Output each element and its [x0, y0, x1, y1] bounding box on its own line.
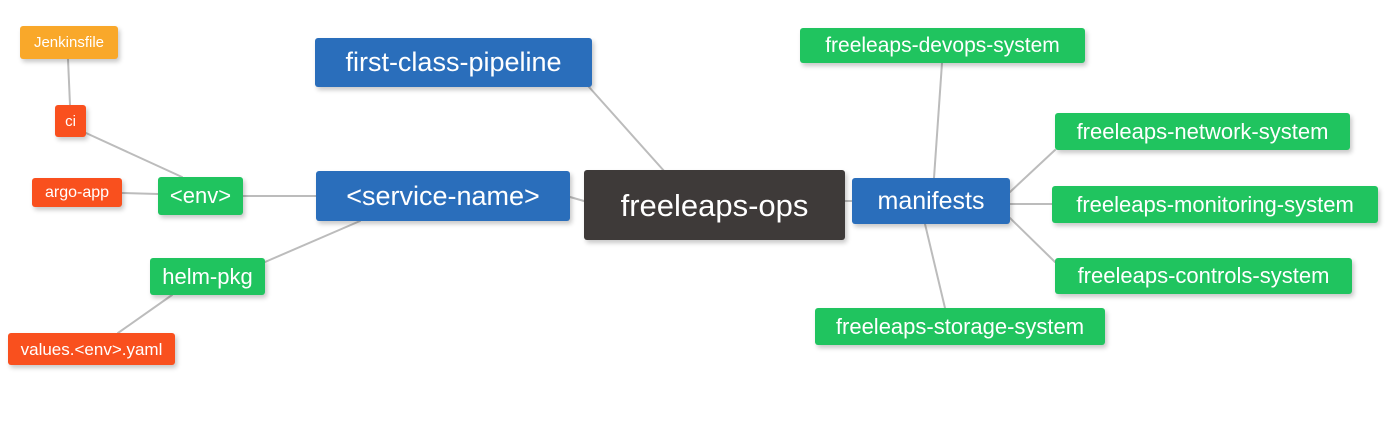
node-service-name[interactable]: <service-name> — [316, 171, 570, 221]
node-freeleaps-monitoring-system[interactable]: freeleaps-monitoring-system — [1052, 186, 1378, 223]
node-label: ci — [65, 112, 76, 130]
node-argo-app[interactable]: argo-app — [32, 178, 122, 207]
edge-env-argo-app — [121, 192, 159, 195]
node-label: <env> — [169, 183, 232, 208]
edge-root-first-class-pipeline — [588, 86, 666, 173]
node-first-class-pipeline[interactable]: first-class-pipeline — [315, 38, 592, 87]
node-label: freeleaps-storage-system — [835, 313, 1085, 339]
node-label: argo-app — [44, 183, 110, 201]
node-label: helm-pkg — [162, 263, 253, 289]
node-label: manifests — [877, 186, 985, 215]
node-label: freeleaps-monitoring-system — [1076, 191, 1354, 217]
edge-manifests-devops-system — [933, 62, 943, 179]
node-label: Jenkinsfile — [33, 34, 105, 51]
node-label: freeleaps-controls-system — [1077, 263, 1330, 288]
edge-manifests-network-system — [1009, 149, 1056, 193]
node-helm-pkg[interactable]: helm-pkg — [150, 258, 265, 295]
node-ci[interactable]: ci — [55, 105, 86, 137]
node-freeleaps-devops-system[interactable]: freeleaps-devops-system — [800, 28, 1085, 63]
node-freeleaps-storage-system[interactable]: freeleaps-storage-system — [815, 308, 1105, 345]
edge-service-name-helm-pkg — [264, 220, 361, 263]
edge-manifests-storage-system — [924, 223, 946, 309]
node-freeleaps-network-system[interactable]: freeleaps-network-system — [1055, 113, 1350, 150]
node-freeleaps-controls-system[interactable]: freeleaps-controls-system — [1055, 258, 1352, 294]
node-label: freeleaps-network-system — [1076, 118, 1329, 144]
node-label: freeleaps-devops-system — [825, 34, 1060, 57]
node-label: freeleaps-ops — [620, 187, 809, 223]
edge-root-service-name — [569, 196, 585, 202]
node-jenkinsfile[interactable]: Jenkinsfile — [20, 26, 118, 59]
node-manifests[interactable]: manifests — [852, 178, 1010, 224]
edge-manifests-controls-system — [1009, 217, 1056, 263]
node-values-env-yaml[interactable]: values.<env>.yaml — [8, 333, 175, 365]
node-env[interactable]: <env> — [158, 177, 243, 215]
node-label: first-class-pipeline — [345, 47, 562, 77]
node-label: <service-name> — [346, 180, 540, 211]
node-label: values.<env>.yaml — [20, 339, 163, 359]
edge-helm-pkg-values-yaml — [117, 294, 173, 334]
node-freeleaps-ops-root[interactable]: freeleaps-ops — [584, 170, 845, 240]
edge-ci-jenkinsfile — [67, 58, 71, 106]
edge-env-ci — [85, 132, 183, 178]
